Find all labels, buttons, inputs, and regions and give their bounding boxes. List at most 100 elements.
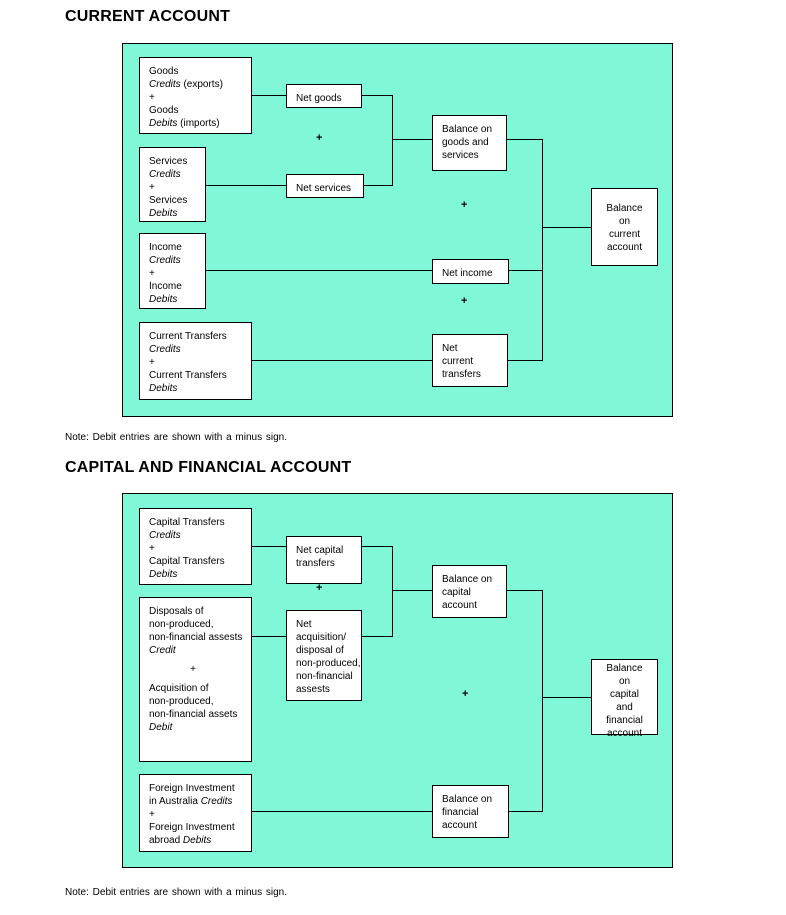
box-line: current xyxy=(592,228,657,241)
entry-type-label: Debit xyxy=(149,722,173,733)
box-line: non-produced, xyxy=(149,695,251,708)
net-income-box: Net income xyxy=(432,259,509,284)
box-text: non-financial assests xyxy=(149,632,243,643)
box-line: account xyxy=(442,819,508,832)
box-line: transfers xyxy=(442,368,507,381)
box-line: account xyxy=(442,599,506,612)
box-text: Net services xyxy=(296,183,352,194)
plus-sign: + xyxy=(461,199,468,211)
box-text: capital xyxy=(442,587,471,598)
box-text: Capital Transfers xyxy=(149,517,225,528)
box-text: Balance xyxy=(606,663,643,674)
box-line: Debit xyxy=(149,721,251,734)
box-line: on xyxy=(592,675,657,688)
box-line: acquisition/ xyxy=(296,631,361,644)
box-line: goods and xyxy=(442,136,506,149)
box-line: + xyxy=(149,91,251,104)
box-text: goods and xyxy=(442,137,489,148)
box-line: Capital Transfers xyxy=(149,516,251,529)
box-text: + xyxy=(149,92,155,103)
box-text: Balance on xyxy=(442,794,493,805)
box-text: Balance on xyxy=(442,124,493,135)
box-line: Credits xyxy=(149,529,251,542)
box-line: Current Transfers xyxy=(149,330,251,343)
entry-type-label: Credits xyxy=(149,530,181,541)
box-line: and xyxy=(592,701,657,714)
box-line: current xyxy=(442,355,507,368)
box-text: Services xyxy=(149,195,188,206)
box-text: Goods xyxy=(149,66,179,77)
box-text: transfers xyxy=(442,369,481,380)
box-text: account xyxy=(606,728,643,739)
box-text: non-financial xyxy=(296,671,353,682)
box-line: non-financial assets xyxy=(149,708,251,721)
box-text: Net xyxy=(442,343,458,354)
entry-type-label: Credits xyxy=(200,796,233,807)
box-text: financial xyxy=(606,715,643,726)
box-text: + xyxy=(149,357,155,368)
box-text: Balance on xyxy=(442,574,493,585)
box-line: non-produced, xyxy=(296,657,361,670)
box-line: Balance xyxy=(592,202,657,215)
box-text: Current Transfers xyxy=(149,331,227,342)
box-line: capital xyxy=(592,688,657,701)
plus-sign: + xyxy=(462,688,469,700)
box-text: services xyxy=(442,150,479,161)
entry-type-label: Credits xyxy=(149,255,181,266)
box-line: Disposals of xyxy=(149,605,251,618)
entry-type-label: Debits xyxy=(149,294,178,305)
box-text: + xyxy=(149,182,155,193)
box-line: Income xyxy=(149,280,205,293)
box-line: + xyxy=(149,542,251,555)
box-text: transfers xyxy=(296,558,335,569)
box-line: Credits xyxy=(149,168,205,181)
box-line: in Australia Credits xyxy=(149,795,251,808)
plus-sign: + xyxy=(316,132,323,144)
box-text: current xyxy=(608,229,641,240)
box-text: Foreign Investment xyxy=(149,822,235,833)
entry-type-label: Debits xyxy=(149,118,178,129)
box-line: capital xyxy=(442,586,506,599)
box-line: Net goods xyxy=(296,92,361,105)
net-goods-box: Net goods xyxy=(286,84,362,108)
balance-goods-services-box: Balance on goods and services xyxy=(432,115,507,171)
box-text: Income xyxy=(149,242,182,253)
box-line: Goods xyxy=(149,104,251,117)
box-text: + xyxy=(149,809,155,820)
box-text: non-produced, xyxy=(296,658,361,669)
box-text: Net goods xyxy=(296,93,342,104)
box-text: assests xyxy=(296,684,330,695)
box-line: Credit xyxy=(149,644,251,657)
box-line: Balance on xyxy=(442,793,508,806)
box-text: + xyxy=(190,664,196,675)
box-text: Disposals of xyxy=(149,606,204,617)
box-line: Income xyxy=(149,241,205,254)
box-text: non-produced, xyxy=(149,696,214,707)
box-line: transfers xyxy=(296,557,361,570)
box-line: Net xyxy=(296,618,361,631)
box-line: + xyxy=(149,663,251,676)
box-line: + xyxy=(149,181,205,194)
box-line: on xyxy=(592,215,657,228)
box-text: acquisition/ xyxy=(296,632,347,643)
box-line: account xyxy=(592,727,657,740)
box-text: + xyxy=(149,543,155,554)
box-line: Foreign Investment xyxy=(149,782,251,795)
box-line: Net services xyxy=(296,182,363,195)
box-text: account xyxy=(442,820,478,831)
box-text: non-produced, xyxy=(149,619,214,630)
box-text: on xyxy=(618,216,631,227)
box-line: Current Transfers xyxy=(149,369,251,382)
box-text: Balance xyxy=(606,203,643,214)
entry-type-label: Debits xyxy=(149,569,178,580)
